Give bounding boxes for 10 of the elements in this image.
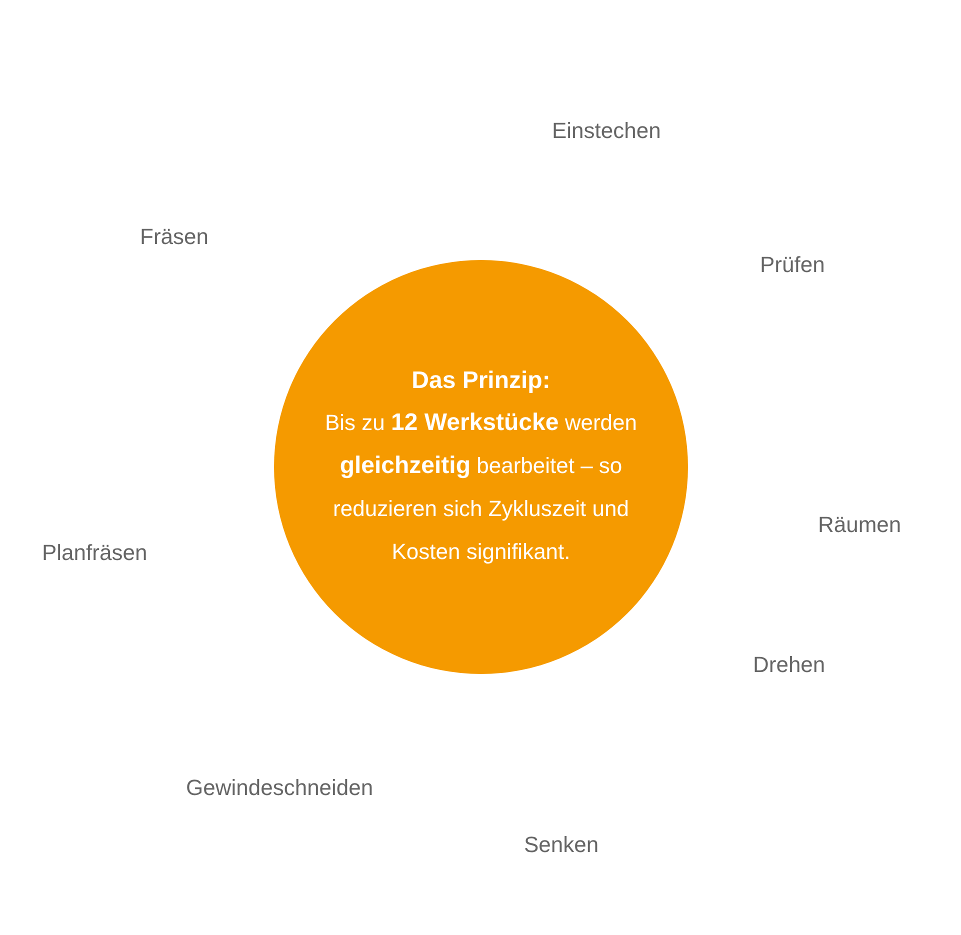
process-label: Räumen	[818, 512, 902, 538]
process-label: Gewindeschneiden	[186, 775, 374, 801]
circle-heading: Das Prinzip:	[412, 366, 550, 396]
process-label: Prüfen	[760, 252, 825, 278]
process-label: Einstechen	[552, 118, 661, 144]
process-label: Drehen	[753, 652, 826, 678]
process-label: Senken	[524, 832, 599, 858]
process-label: Planfräsen	[42, 540, 148, 566]
process-label: Fräsen	[140, 224, 208, 250]
circle-text: Bis zu 12 Werkstücke werden gleichzeitig bearbeitet – so reduzieren sich Zykluszeit und Kosten signifikant.	[324, 408, 638, 566]
